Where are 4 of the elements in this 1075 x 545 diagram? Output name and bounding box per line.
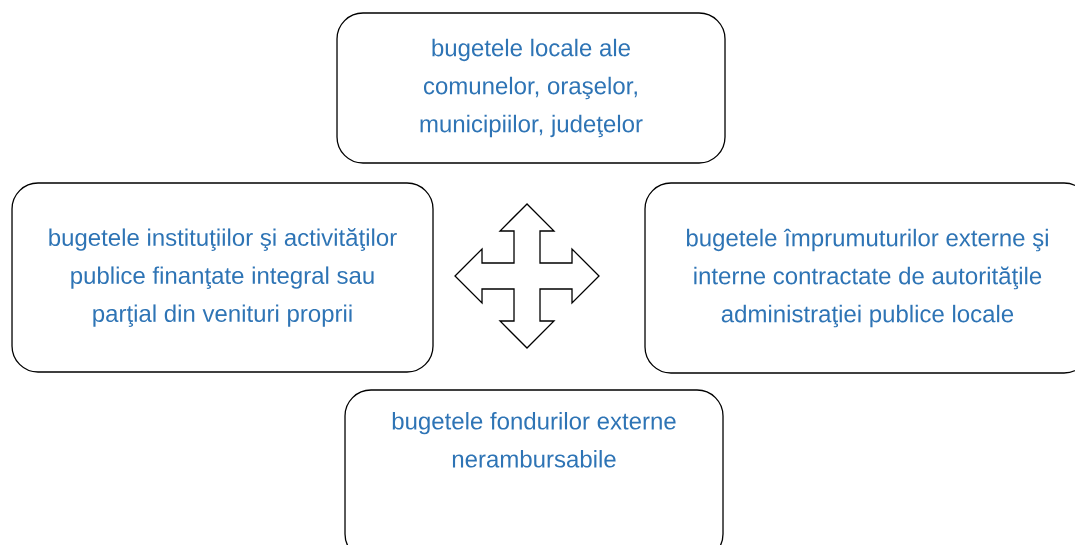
text-box: bugetele instituţiilor şi activităţilor publice finanţate integral sau parţial din venituri proprii	[11, 182, 434, 373]
text-box: bugetele fondurilor externe nerambursabile	[344, 389, 724, 545]
text-box: bugetele împrumuturilor externe şi interne contractate de autorităţile administraţiei publice locale	[644, 182, 1075, 374]
text-box: bugetele locale ale comunelor, oraşelor, municipiilor, judeţelor	[336, 12, 726, 164]
